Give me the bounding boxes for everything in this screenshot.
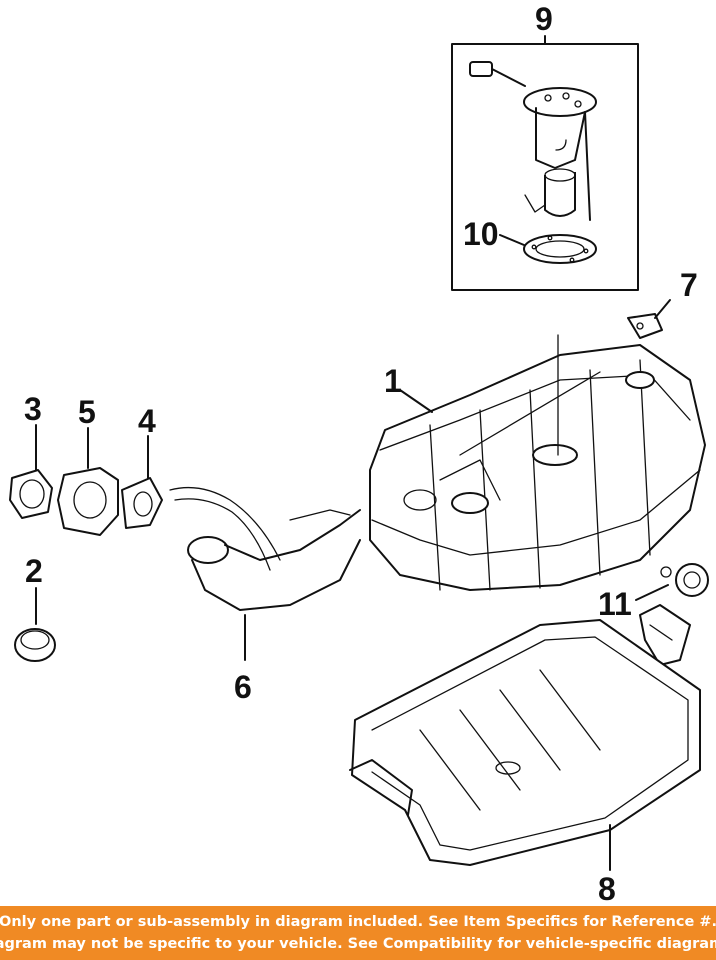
callout-2: 2 bbox=[25, 553, 43, 589]
fuel-pump-inset bbox=[451, 35, 639, 291]
callout-4: 4 bbox=[138, 403, 156, 439]
fuel-pump-module-part bbox=[469, 61, 597, 221]
disclaimer-banner: Only one part or sub-assembly in diagram… bbox=[0, 906, 716, 960]
filler-neck-part bbox=[169, 486, 361, 661]
disclaimer-line-2: Diagram may not be specific to your vehi… bbox=[0, 936, 716, 952]
fuel-tank-part bbox=[369, 334, 706, 591]
callout-1: 1 bbox=[384, 363, 402, 399]
callout-3: 3 bbox=[24, 391, 42, 427]
callout-10: 10 bbox=[463, 216, 499, 252]
callout-8: 8 bbox=[598, 871, 616, 905]
callout-6: 6 bbox=[234, 669, 252, 705]
filler-housing-part bbox=[57, 427, 119, 536]
gasket-3-part bbox=[9, 424, 53, 519]
callout-5: 5 bbox=[78, 394, 96, 430]
skid-plate-part bbox=[349, 619, 701, 871]
strap-bracket-part bbox=[639, 604, 691, 666]
bracket-part bbox=[627, 299, 671, 339]
parts-diagram: 9 10 7 1 3 5 4 2 11 6 8 bbox=[9, 1, 709, 905]
callout-11: 11 bbox=[598, 586, 632, 622]
disclaimer-line-1: Only one part or sub-assembly in diagram… bbox=[0, 914, 716, 930]
neck-seal-part bbox=[121, 435, 163, 529]
drain-plug-part bbox=[635, 563, 709, 601]
callout-9: 9 bbox=[535, 1, 553, 37]
fuel-cap-part bbox=[14, 587, 56, 662]
gasket-part bbox=[499, 234, 597, 264]
callout-7: 7 bbox=[680, 267, 698, 303]
